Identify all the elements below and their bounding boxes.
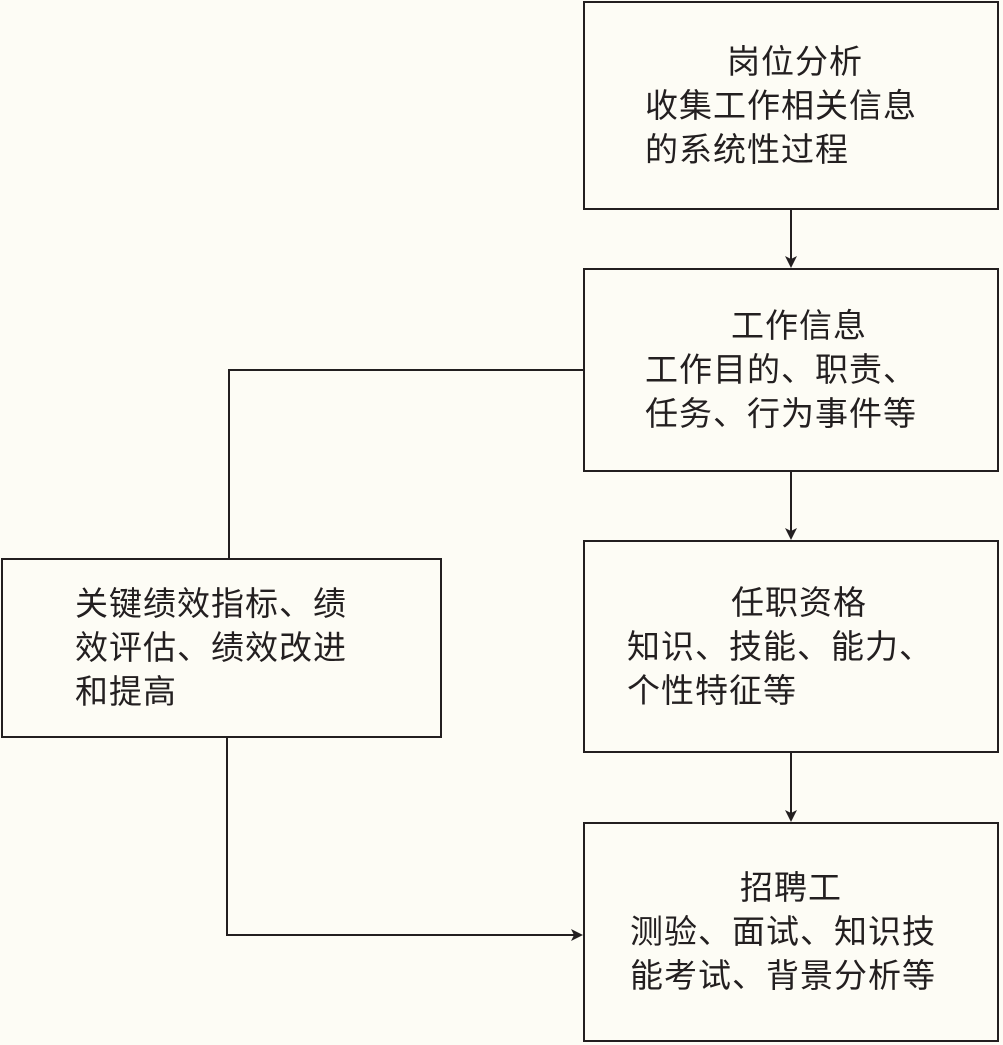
node-qualification: 任职资格 知识、技能、能力、 个性特征等 <box>583 540 999 753</box>
node-performance-text-2: 和提高 <box>75 672 177 711</box>
node-job-info-title: 工作信息 <box>731 306 867 345</box>
node-job-analysis-text-2: 的系统性过程 <box>645 129 849 169</box>
node-job-analysis: 岗位分析 收集工作相关信息 的系统性过程 <box>583 1 999 210</box>
node-qualification-text-1: 知识、技能、能力、 <box>627 626 933 666</box>
node-job-analysis-text-1: 收集工作相关信息 <box>645 85 917 125</box>
node-recruitment-text-2: 能考试、背景分析等 <box>630 956 936 995</box>
node-qualification-text-2: 个性特征等 <box>627 670 797 710</box>
node-job-analysis-title: 岗位分析 <box>727 41 863 81</box>
edge-performance-to-recruitment <box>226 738 583 941</box>
node-performance-text-0: 关键绩效指标、绩 <box>75 584 347 623</box>
node-job-info-text-1: 工作目的、职责、 <box>645 350 917 389</box>
node-recruitment-text-1: 测验、面试、知识技 <box>630 912 936 951</box>
node-recruitment: 招聘工 测验、面试、知识技 能考试、背景分析等 <box>583 822 999 1042</box>
node-job-info: 工作信息 工作目的、职责、 任务、行为事件等 <box>583 268 999 472</box>
node-recruitment-title: 招聘工 <box>740 868 842 907</box>
node-qualification-title: 任职资格 <box>731 582 867 622</box>
edge-job-info-to-performance <box>228 369 583 558</box>
node-performance: 关键绩效指标、绩 效评估、绩效改进 和提高 <box>1 558 442 738</box>
node-job-info-text-2: 任务、行为事件等 <box>645 394 917 433</box>
node-performance-text-1: 效评估、绩效改进 <box>75 628 347 667</box>
